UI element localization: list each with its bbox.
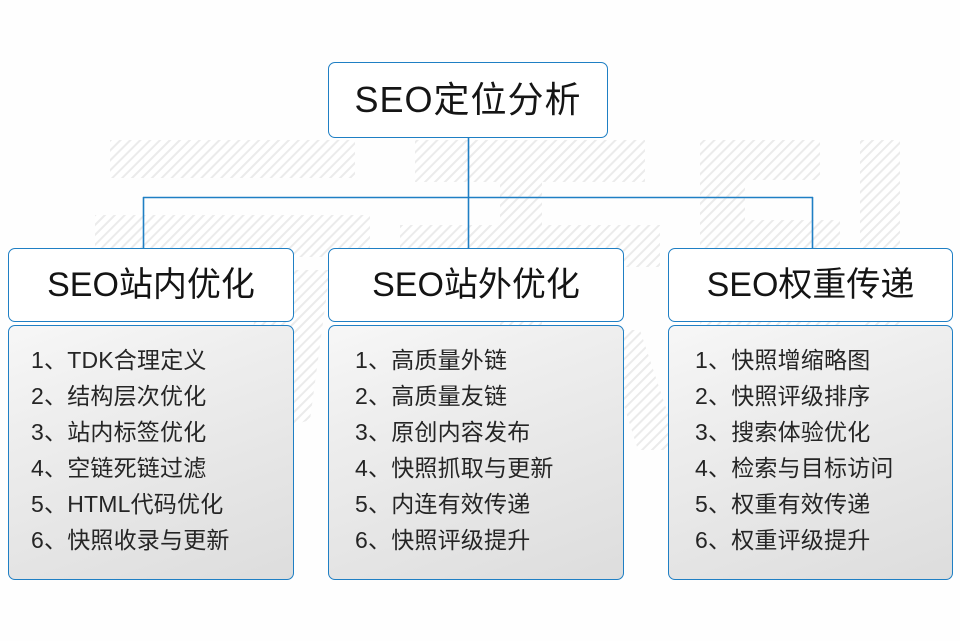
list-item: 4、空链死链过滤 bbox=[31, 455, 207, 481]
list-item: 6、权重评级提升 bbox=[695, 527, 871, 553]
list-item: 5、内连有效传递 bbox=[355, 491, 531, 517]
list-item: 3、站内标签优化 bbox=[31, 419, 207, 445]
column-body-2: 1、快照增缩略图 2、快照评级排序 3、搜索体验优化 4、检索与目标访问 5、权… bbox=[668, 325, 953, 580]
list-item: 3、原创内容发布 bbox=[355, 419, 531, 445]
list-item: 3、搜索体验优化 bbox=[695, 419, 871, 445]
list-item: 5、权重有效传递 bbox=[695, 491, 871, 517]
list-item: 4、检索与目标访问 bbox=[695, 455, 894, 481]
column-header-0[interactable]: SEO站内优化 bbox=[8, 248, 294, 322]
list-item: 5、HTML代码优化 bbox=[31, 491, 224, 517]
column-header-1-title: SEO站外优化 bbox=[372, 266, 580, 304]
column-body-0: 1、TDK合理定义 2、结构层次优化 3、站内标签优化 4、空链死链过滤 5、H… bbox=[8, 325, 294, 580]
list-item: 6、快照评级提升 bbox=[355, 527, 531, 553]
list-item: 1、高质量外链 bbox=[355, 347, 508, 373]
list-item: 2、结构层次优化 bbox=[31, 383, 207, 409]
branch-column-seo-onsite: SEO站内优化 1、TDK合理定义 2、结构层次优化 3、站内标签优化 4、空链… bbox=[8, 248, 294, 580]
column-body-1: 1、高质量外链 2、高质量友链 3、原创内容发布 4、快照抓取与更新 5、内连有… bbox=[328, 325, 624, 580]
column-header-2-title: SEO权重传递 bbox=[706, 266, 915, 304]
branch-column-seo-weight: SEO权重传递 1、快照增缩略图 2、快照评级排序 3、搜索体验优化 4、检索与… bbox=[668, 248, 953, 580]
root-node-title: SEO定位分析 bbox=[354, 79, 582, 120]
list-item: 4、快照抓取与更新 bbox=[355, 455, 554, 481]
column-header-1[interactable]: SEO站外优化 bbox=[328, 248, 624, 322]
column-header-2[interactable]: SEO权重传递 bbox=[668, 248, 953, 322]
list-item: 1、快照增缩略图 bbox=[695, 347, 871, 373]
column-header-0-title: SEO站内优化 bbox=[47, 266, 255, 304]
list-item: 2、高质量友链 bbox=[355, 383, 508, 409]
list-item: 1、TDK合理定义 bbox=[31, 347, 207, 373]
branch-column-seo-offsite: SEO站外优化 1、高质量外链 2、高质量友链 3、原创内容发布 4、快照抓取与… bbox=[328, 248, 624, 580]
root-node[interactable]: SEO定位分析 bbox=[328, 62, 608, 138]
list-item: 6、快照收录与更新 bbox=[31, 527, 230, 553]
list-item: 2、快照评级排序 bbox=[695, 383, 871, 409]
